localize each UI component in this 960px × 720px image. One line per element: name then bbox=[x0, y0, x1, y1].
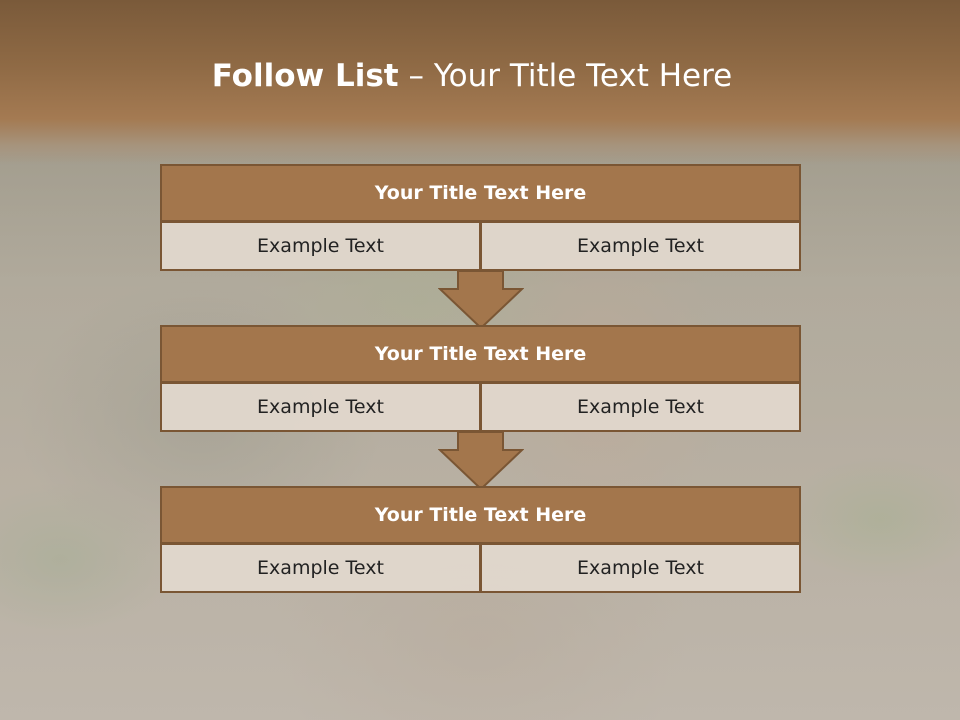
header-band bbox=[0, 0, 960, 165]
block-right-cell: Example Text bbox=[480, 543, 801, 593]
block-left-cell: Example Text bbox=[160, 543, 481, 593]
down-arrow-icon bbox=[438, 431, 524, 491]
block-left-cell: Example Text bbox=[160, 382, 481, 432]
block-title: Your Title Text Here bbox=[160, 164, 801, 222]
slide-title-bold: Follow List bbox=[211, 58, 399, 94]
slide-title: Follow List – Your Title Text Here bbox=[0, 55, 944, 97]
block-right-cell: Example Text bbox=[480, 382, 801, 432]
block-title: Your Title Text Here bbox=[160, 486, 801, 544]
slide-title-rest: – Your Title Text Here bbox=[398, 58, 733, 94]
block-left-cell: Example Text bbox=[160, 221, 481, 271]
block-right-cell: Example Text bbox=[480, 221, 801, 271]
down-arrow-icon bbox=[438, 270, 524, 330]
block-title: Your Title Text Here bbox=[160, 325, 801, 383]
